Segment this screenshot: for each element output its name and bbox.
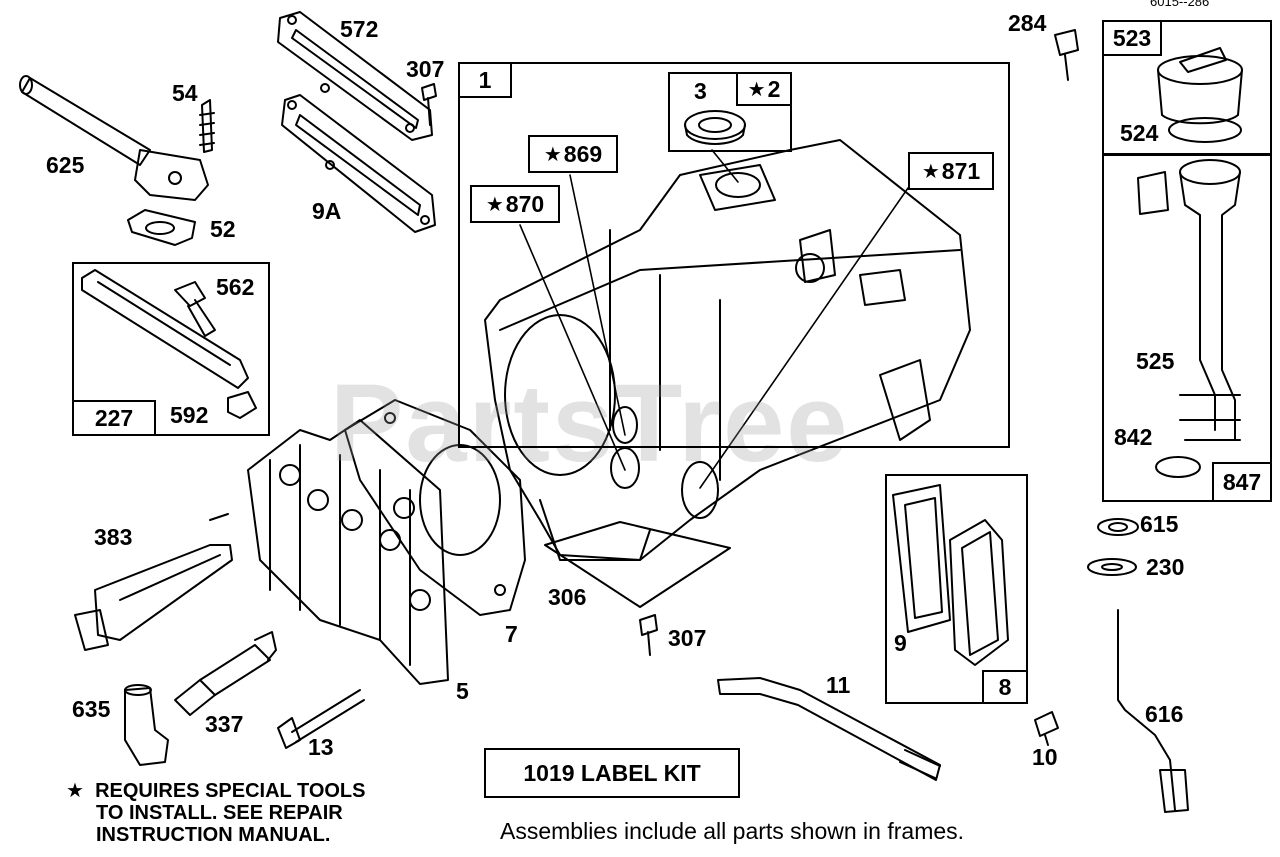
label-635: 635 <box>72 696 111 722</box>
label-9: 9 <box>894 630 907 656</box>
head-gasket-7-part <box>344 399 526 616</box>
label-615: 615 <box>1140 511 1179 537</box>
label-842: 842 <box>1114 424 1153 450</box>
fitting-10-part <box>1034 711 1059 746</box>
frame-tube-847 <box>1102 154 1272 502</box>
label-13: 13 <box>308 734 334 760</box>
label-524: 524 <box>1120 120 1159 146</box>
gasket-9-part <box>892 484 951 633</box>
label-616: 616 <box>1145 701 1184 727</box>
label-625: 625 <box>46 152 85 178</box>
gasket-52-part <box>127 209 196 246</box>
label-523: 523 <box>1112 24 1152 51</box>
label-284: 284 <box>1008 10 1047 36</box>
label-869: ★869 <box>543 140 603 167</box>
gasket-9a-part <box>281 94 436 233</box>
label-306: 306 <box>548 584 587 610</box>
star-icon: ★ <box>921 160 940 183</box>
frame-seal <box>668 72 792 152</box>
label-9a: 9A <box>312 198 342 224</box>
frame-kit-227 <box>72 262 270 436</box>
base-gasket-306-part <box>544 521 731 608</box>
label-box-523: 523 <box>1102 20 1162 56</box>
leader-lines <box>519 149 909 489</box>
oil-seal-3-part <box>684 110 746 145</box>
star-icon: ★ <box>747 78 766 101</box>
watermark: PartsTree <box>330 362 850 485</box>
breather-cover-572-part <box>277 11 433 141</box>
governor-lever-part <box>81 269 257 419</box>
label-8: 8 <box>998 673 1012 700</box>
label-230: 230 <box>1146 554 1185 580</box>
label-227: 227 <box>94 404 134 431</box>
special-tools-note: ★ REQUIRES SPECIAL TOOLS TO INSTALL. SEE… <box>66 780 366 846</box>
screw-284-part <box>1054 29 1079 81</box>
fill-cap-523-part <box>1157 47 1243 125</box>
fill-tube-525-part <box>1137 159 1241 441</box>
corner-code: 6015--286 <box>1150 0 1210 9</box>
dipstick-616-part <box>1117 609 1189 813</box>
label-307-bottom: 307 <box>668 625 707 651</box>
label-871: ★871 <box>921 157 981 184</box>
bolt-54-part <box>199 99 215 153</box>
intake-tube-383-part <box>74 513 233 651</box>
washer-230-part <box>1087 558 1137 576</box>
seal-615-part <box>1097 518 1139 536</box>
o-ring-842-part <box>1155 456 1201 478</box>
label-5: 5 <box>456 678 469 704</box>
label-box-847: 847 <box>1212 462 1272 502</box>
footer-note: Assemblies include all parts shown in fr… <box>500 818 965 844</box>
label-592: 592 <box>170 402 209 428</box>
star-icon: ★ <box>543 143 562 166</box>
label-870: ★870 <box>485 190 545 217</box>
label-572: 572 <box>340 16 379 42</box>
frame-gasket-8 <box>885 474 1028 704</box>
label-box-8: 8 <box>982 670 1028 704</box>
label-2: ★2 <box>747 75 781 102</box>
label-337: 337 <box>205 711 244 737</box>
label-1: 1 <box>478 66 492 93</box>
label-kit-box: 1019 LABEL KIT <box>484 748 740 798</box>
label-52: 52 <box>210 216 236 242</box>
dipstick-tube-part <box>19 75 209 201</box>
label-box-869: ★869 <box>528 135 618 173</box>
label-525: 525 <box>1136 348 1175 374</box>
label-307-top: 307 <box>406 56 445 82</box>
head-bolt-13-part <box>277 689 365 749</box>
frame-cylinder-assembly <box>458 62 1010 448</box>
label-7: 7 <box>505 621 518 647</box>
breather-tube-11-part <box>717 677 941 781</box>
elbow-635-part <box>124 684 169 766</box>
spark-plug-337-part <box>174 631 277 716</box>
star-icon: ★ <box>66 780 84 802</box>
screw-307-bottom-part <box>639 614 658 656</box>
label-box-871: ★871 <box>908 152 994 190</box>
label-847: 847 <box>1222 468 1262 495</box>
label-box-227: 227 <box>72 400 156 436</box>
screw-307-top-part <box>421 83 437 126</box>
o-ring-524-part <box>1168 117 1242 143</box>
cylinder-block-part <box>484 139 971 561</box>
star-icon: ★ <box>485 193 504 216</box>
label-562: 562 <box>216 274 255 300</box>
cover-8-part <box>949 519 1009 666</box>
label-383: 383 <box>94 524 133 550</box>
label-10: 10 <box>1032 744 1058 770</box>
label-box-1: 1 <box>458 62 512 98</box>
label-box-2: ★2 <box>736 72 792 106</box>
label-3: 3 <box>694 78 707 104</box>
label-box-870: ★870 <box>470 185 560 223</box>
label-11: 11 <box>826 672 851 698</box>
label-54: 54 <box>172 80 198 106</box>
